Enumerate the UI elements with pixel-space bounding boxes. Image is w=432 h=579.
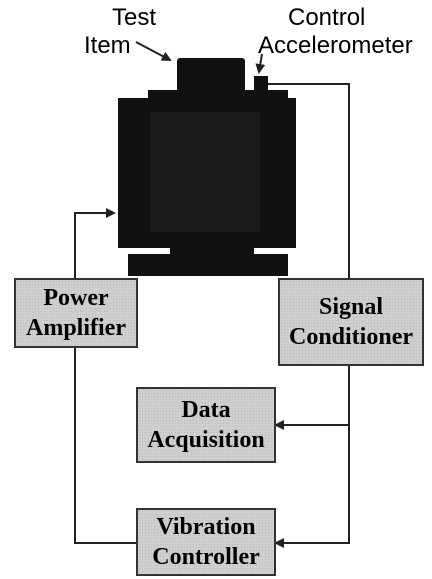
vibration-controller-label-line2: Controller <box>152 544 260 570</box>
test-item <box>177 58 245 92</box>
test-item-pointer <box>135 41 172 61</box>
control-accelerometer-label-line2: Accelerometer <box>258 32 413 59</box>
data-acquisition-label-line2: Acquisition <box>147 427 265 453</box>
shaker-highlight <box>150 112 260 232</box>
test-item-label-line1: Test <box>112 4 157 31</box>
signal-conditioner-box: Signal Conditioner <box>278 278 424 366</box>
vibration-controller-box: Vibration Controller <box>136 508 276 576</box>
connector-controller-to-amp <box>74 347 136 544</box>
control-accelerometer <box>254 76 268 94</box>
data-acquisition-box: Data Acquisition <box>136 387 276 463</box>
control-accelerometer-label-line1: Control <box>288 4 366 31</box>
vibration-controller-label-line1: Vibration <box>156 514 256 540</box>
power-amplifier-label-line1: Power <box>43 285 109 311</box>
connector-signal-to-controller <box>274 425 350 548</box>
test-item-label-line2: Item <box>84 32 131 59</box>
power-amplifier-label-line2: Amplifier <box>26 315 126 341</box>
power-amplifier-box: Power Amplifier <box>14 278 138 348</box>
connector-amp-to-shaker <box>74 208 116 280</box>
signal-conditioner-label-line1: Signal <box>318 294 384 320</box>
shaker-top-plate <box>148 90 288 100</box>
data-acquisition-label-line1: Data <box>181 397 231 423</box>
signal-conditioner-label-line2: Conditioner <box>288 324 413 350</box>
shaker-neck <box>170 244 254 256</box>
accelerometer-pointer <box>255 53 266 74</box>
shaker-base <box>128 254 288 276</box>
shaker <box>118 90 296 276</box>
connector-signal-to-data <box>274 366 350 430</box>
connector-accel-to-signal <box>268 83 350 278</box>
